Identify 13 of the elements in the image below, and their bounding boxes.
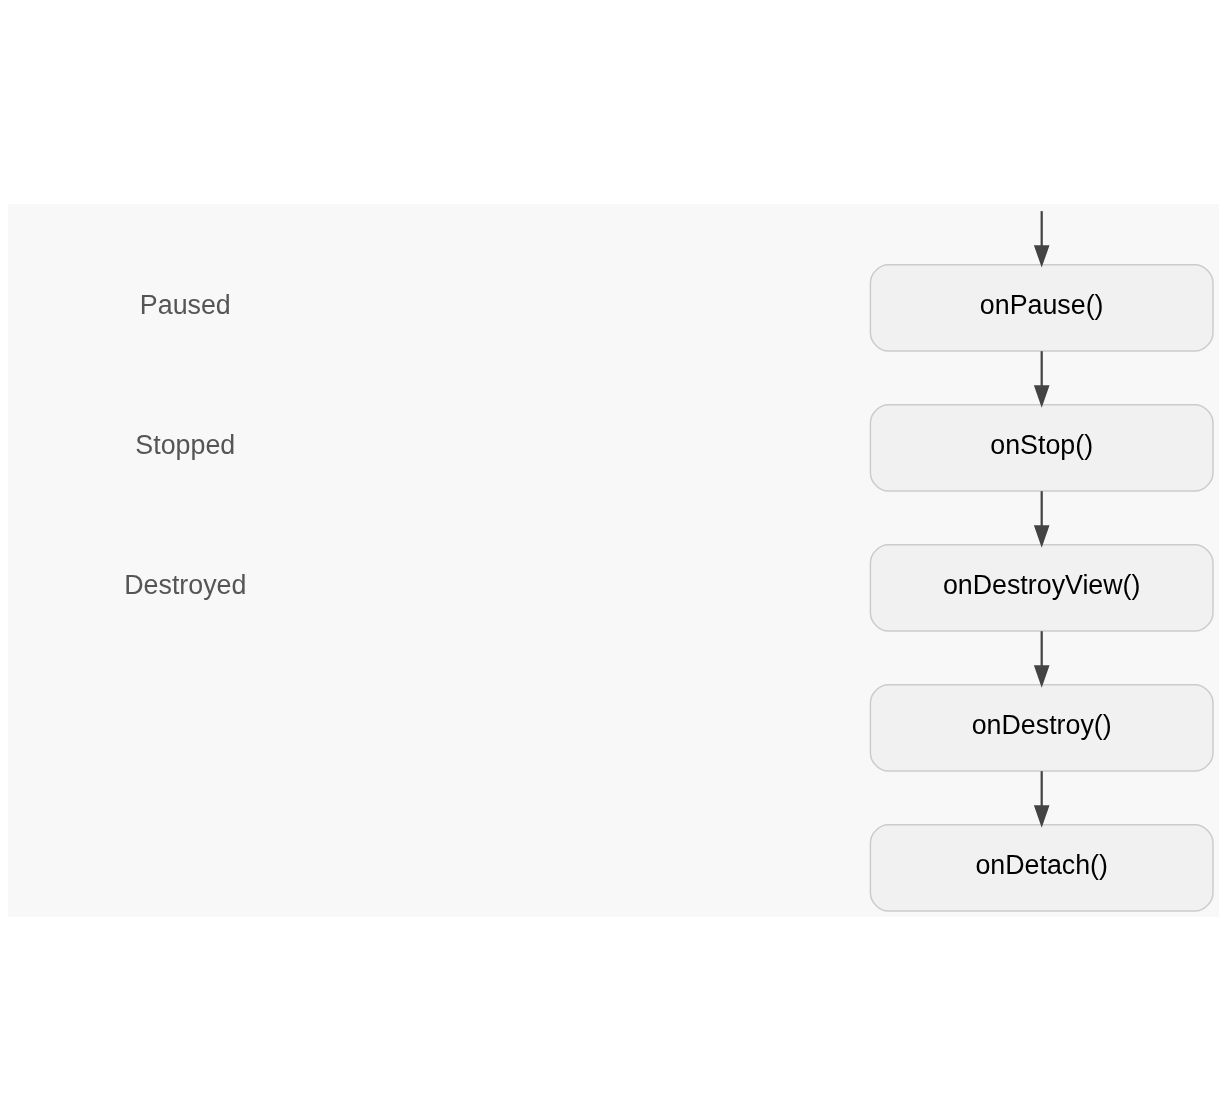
label: Stopped <box>135 429 236 460</box>
label: Destroyed <box>124 569 247 600</box>
arrow <box>1033 770 1050 828</box>
arrow <box>1033 210 1050 268</box>
label: Paused <box>139 289 231 320</box>
arrow <box>1033 350 1050 408</box>
node-box: onStop() <box>869 403 1214 492</box>
arrow <box>1033 630 1050 688</box>
node-box: onPause() <box>869 263 1214 352</box>
node-box: onDestroy() <box>869 683 1214 772</box>
node-box: onDestroyView() <box>869 543 1214 632</box>
arrow <box>1033 490 1050 548</box>
node-box: onDetach() <box>869 823 1214 912</box>
